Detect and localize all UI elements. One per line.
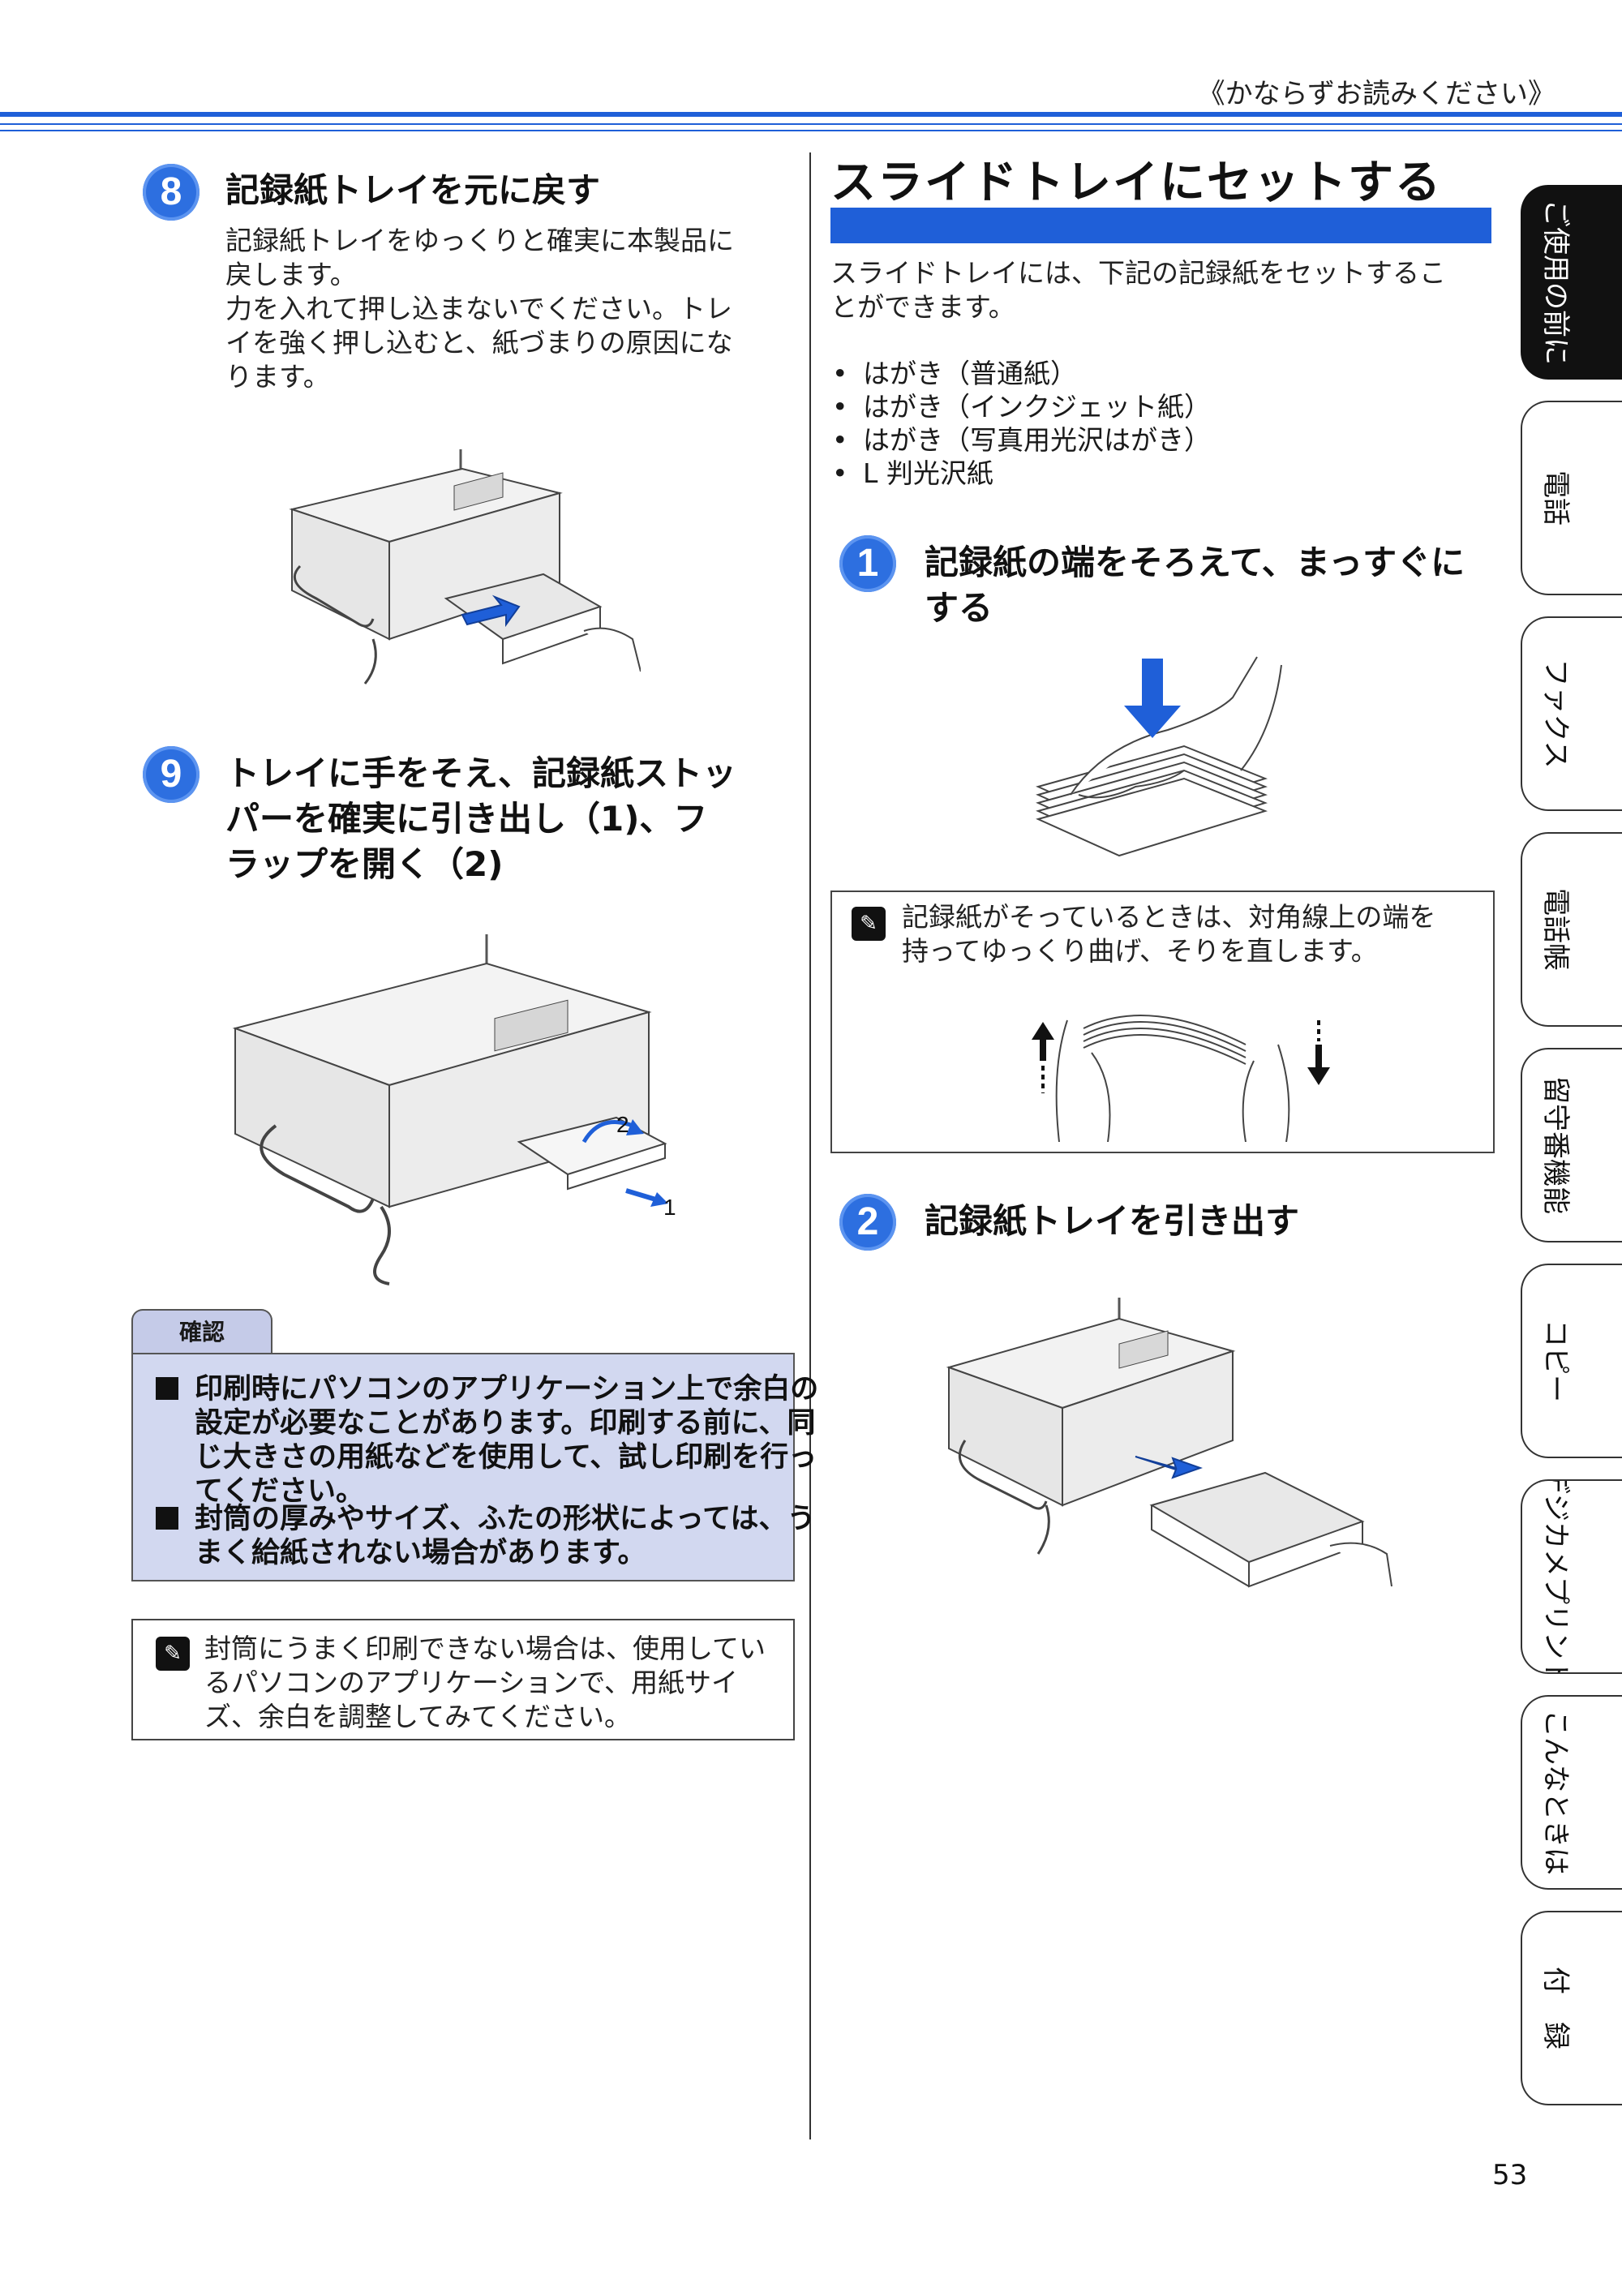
left-note-box: ✎ 封筒にうまく印刷できない場合は、使用してい るパソコンのアプリケーションで、… (131, 1619, 795, 1740)
tab-fax[interactable]: ファクス (1521, 616, 1622, 811)
right-note-text: 記録紙がそっているときは、対角線上の端を 持ってゆっくり曲げ、そりを直します。 (902, 900, 1486, 968)
step-9-title-line: ラップを開く（2) (225, 844, 504, 884)
right-note-line: 記録紙がそっているときは、対角線上の端を (902, 901, 1436, 933)
step-9-title-line: パーを確実に引き出し（1)、フ (225, 799, 708, 839)
step-8-body-line: イを強く押し込むと、紙づまりの原因にな (225, 327, 733, 358)
left-note-text: 封筒にうまく印刷できない場合は、使用してい るパソコンのアプリケーションで、用紙… (204, 1632, 788, 1734)
header-rule-thin-2 (0, 130, 1622, 131)
step-8-body-line: 戻します。 (225, 259, 357, 290)
list-item: はがき（普通紙） (830, 357, 1495, 390)
step-1-number: 1 (839, 535, 896, 592)
tab-label: 電話 (1539, 470, 1573, 526)
step-8-body-line: ります。 (225, 361, 330, 393)
tab-telephone[interactable]: 電話 (1521, 401, 1622, 595)
step-9-title-line: トレイに手をそえ、記録紙ストッ (225, 753, 737, 793)
memo-icon: ✎ (852, 907, 886, 941)
column-divider (809, 152, 811, 2139)
tab-before-use[interactable]: ご使用の前に (1521, 185, 1622, 380)
step-8-body-line: 力を入れて押し込まないでください。トレ (225, 293, 733, 324)
step-1-title: 記録紙の端をそろえて、まっすぐに する (925, 540, 1508, 631)
step-9-number: 9 (143, 746, 200, 803)
section-intro: スライドトレイには、下記の記録紙をセットするこ とができます。 (830, 256, 1495, 324)
tab-label: こんなときは (1539, 1710, 1573, 1875)
printer-tray-push-illustration (289, 449, 641, 685)
tab-label: デジカメプリント (1539, 1479, 1573, 1674)
tab-label: コピー (1539, 1320, 1573, 1402)
confirm-box: 印刷時にパソコンのアプリケーション上で余白の設定が必要なことがあります。印刷する… (131, 1353, 818, 1581)
printer-stopper-illustration: 2 1 (232, 934, 676, 1285)
tab-label: ご使用の前に (1539, 200, 1573, 365)
confirm-item-text: 印刷時にパソコンのアプリケーション上で余白の設定が必要なことがあります。印刷する… (195, 1373, 819, 1508)
memo-icon: ✎ (156, 1637, 190, 1671)
left-note-line: 封筒にうまく印刷できない場合は、使用してい (204, 1633, 766, 1664)
tab-label: 留守番機能 (1539, 1076, 1573, 1214)
page-number: 53 (1492, 2159, 1528, 2191)
step-2-title: 記録紙トレイを引き出す (925, 1201, 1300, 1241)
square-bullet-icon (156, 1507, 178, 1530)
list-item: はがき（写真用光沢はがき） (830, 423, 1495, 457)
step-8-number: 8 (143, 164, 200, 221)
section-intro-line: スライドトレイには、下記の記録紙をセットするこ (830, 257, 1446, 289)
tab-appendix[interactable]: 付 録 (1521, 1911, 1622, 2105)
tab-label: 電話帳 (1539, 888, 1573, 971)
step-1-title-line: 記録紙の端をそろえて、まっすぐに (925, 543, 1465, 582)
step-2-number: 2 (839, 1194, 896, 1251)
printer-tray-pull-illustration (946, 1298, 1392, 1588)
header-rule-thin (0, 123, 1622, 125)
paper-curl-illustration (1032, 1015, 1330, 1142)
list-item: L 判光沢紙 (830, 457, 1495, 490)
left-note-line: るパソコンのアプリケーションで、用紙サイ (204, 1667, 739, 1698)
step-8-body: 記録紙トレイをゆっくりと確実に本製品に 戻します。 力を入れて押し込まないでくだ… (225, 224, 793, 394)
section-title-bar (830, 208, 1491, 243)
step-1-title-line: する (925, 588, 993, 628)
figure-label-2: 2 (616, 1112, 629, 1137)
right-note-line: 持ってゆっくり曲げ、そりを直します。 (902, 935, 1378, 967)
confirm-tab: 確認 (131, 1309, 272, 1354)
step-8-body-line: 記録紙トレイをゆっくりと確実に本製品に (225, 225, 734, 256)
paper-type-list: はがき（普通紙） はがき（インクジェット紙） はがき（写真用光沢はがき） L 判… (830, 357, 1495, 490)
tab-phonebook[interactable]: 電話帳 (1521, 832, 1622, 1027)
confirm-item-text: 封筒の厚みやサイズ、ふたの形状によっては、うまく給紙されない場合があります。 (195, 1503, 816, 1569)
tab-label: ファクス (1539, 659, 1573, 769)
paper-align-illustration (1036, 656, 1282, 857)
tab-label: 付 録 (1539, 1967, 1573, 2049)
left-note-line: ズ、余白を調整してみてください。 (204, 1701, 632, 1732)
square-bullet-icon (156, 1377, 178, 1400)
right-note-box: ✎ 記録紙がそっているときは、対角線上の端を 持ってゆっくり曲げ、そりを直します… (830, 891, 1495, 1153)
tab-troubleshooting[interactable]: こんなときは (1521, 1695, 1622, 1890)
header-rule (0, 112, 1622, 117)
step-9-title: トレイに手をそえ、記録紙ストッ パーを確実に引き出し（1)、フ ラップを開く（2… (225, 751, 793, 887)
figure-label-1: 1 (663, 1195, 676, 1220)
section-title: スライドトレイにセットする (830, 157, 1442, 209)
step-8-title: 記録紙トレイを元に戻す (225, 170, 601, 210)
tab-answering[interactable]: 留守番機能 (1521, 1048, 1622, 1242)
confirm-item: 印刷時にパソコンのアプリケーション上で余白の設定が必要なことがあります。印刷する… (156, 1372, 819, 1508)
header-note: 《かならずお読みください》 (1197, 78, 1555, 110)
confirm-item: 封筒の厚みやサイズ、ふたの形状によっては、うまく給紙されない場合があります。 (156, 1502, 819, 1570)
section-intro-line: とができます。 (830, 291, 1015, 323)
tab-photo-print[interactable]: デジカメプリント (1521, 1479, 1622, 1674)
tab-copy[interactable]: コピー (1521, 1264, 1622, 1458)
list-item: はがき（インクジェット紙） (830, 390, 1495, 423)
